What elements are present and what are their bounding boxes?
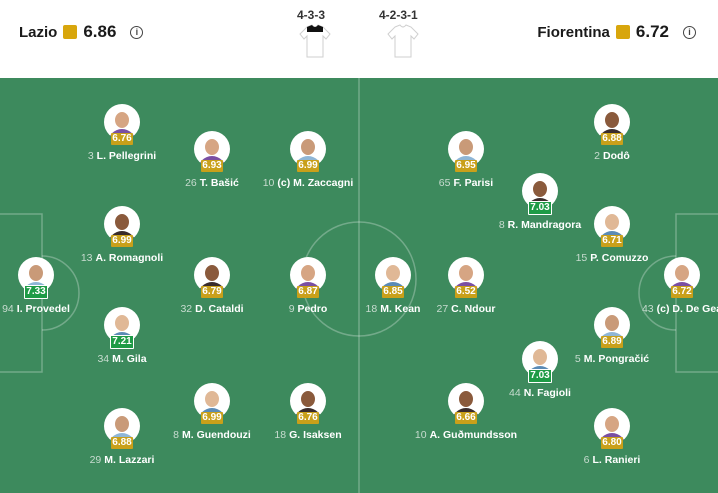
player-number: 6 <box>583 454 590 466</box>
player-number: 26 <box>185 177 197 189</box>
player-number: 10 <box>414 429 427 441</box>
player-rating: 6.99 <box>297 160 319 172</box>
player-number: 10 <box>262 177 275 189</box>
player-avatar[interactable] <box>664 257 700 293</box>
player-name: 10(c) M. Zaccagni <box>262 177 354 189</box>
rating-square-icon <box>615 25 630 39</box>
player-rating: 6.93 <box>201 160 223 172</box>
info-icon[interactable]: i <box>683 25 696 39</box>
home-jersey-icon <box>299 24 331 58</box>
player-number: 94 <box>2 303 14 315</box>
player-rating: 6.85 <box>382 286 404 298</box>
player-rating: 6.99 <box>111 235 133 247</box>
away-team-rating: 6.72 <box>635 22 669 41</box>
player-number: 34 <box>97 353 110 365</box>
player-rating: 7.21 <box>110 335 134 349</box>
player-number: 44 <box>509 387 521 399</box>
player-rating: 6.66 <box>455 412 477 424</box>
away-team-name: Fiorentina <box>537 23 610 41</box>
player-rating: 6.99 <box>201 412 223 424</box>
match-header: Lazio 6.86 i 4-3-3 4-2-3-1 Fiorentina 6.… <box>0 0 718 78</box>
player-rating: 6.95 <box>455 160 477 172</box>
away-jersey-icon <box>387 24 419 58</box>
player-number: 65 <box>438 177 451 189</box>
player-number: 13 <box>80 252 93 264</box>
player-rating: 6.72 <box>671 286 693 298</box>
player-rating: 6.52 <box>455 286 477 298</box>
player-number: 8 <box>173 429 179 441</box>
home-formation: 4-3-3 <box>297 8 326 22</box>
player-rating: 6.80 <box>601 437 623 449</box>
player-rating: 6.88 <box>601 133 623 145</box>
player-number: 18 <box>365 303 378 315</box>
player-number: 43 <box>641 303 654 315</box>
home-team-rating: 6.86 <box>83 22 117 41</box>
player-number: 32 <box>180 303 193 315</box>
away-formation: 4-2-3-1 <box>379 8 418 22</box>
player-name: 43(c) D. De Gea <box>641 303 718 315</box>
player-rating: 6.76 <box>111 133 133 145</box>
player-number: 2 <box>594 150 600 162</box>
player-rating: 6.89 <box>601 336 623 348</box>
away-team[interactable]: Fiorentina 6.72 i <box>537 22 696 42</box>
player-number: 8 <box>498 219 505 231</box>
player-number: 27 <box>436 303 449 315</box>
player-rating: 6.87 <box>297 286 319 298</box>
player-rating: 6.76 <box>297 412 319 424</box>
home-team[interactable]: Lazio 6.86 i <box>19 22 144 42</box>
player-rating: 7.33 <box>24 285 48 299</box>
player-rating: 7.03 <box>528 201 552 215</box>
info-icon[interactable]: i <box>130 25 144 39</box>
player-number: 9 <box>288 303 295 315</box>
rating-square-icon <box>63 25 78 39</box>
player-number: 15 <box>575 252 588 264</box>
player-rating: 6.88 <box>111 437 133 449</box>
player-number: 29 <box>89 454 102 466</box>
player-rating: 6.71 <box>601 235 623 247</box>
player-rating: 6.79 <box>201 286 223 298</box>
player-rating: 7.03 <box>528 369 552 383</box>
home-team-name: Lazio <box>19 23 58 41</box>
player-number: 3 <box>87 150 94 162</box>
player-number: 5 <box>574 353 581 365</box>
player-number: 18 <box>274 429 287 441</box>
